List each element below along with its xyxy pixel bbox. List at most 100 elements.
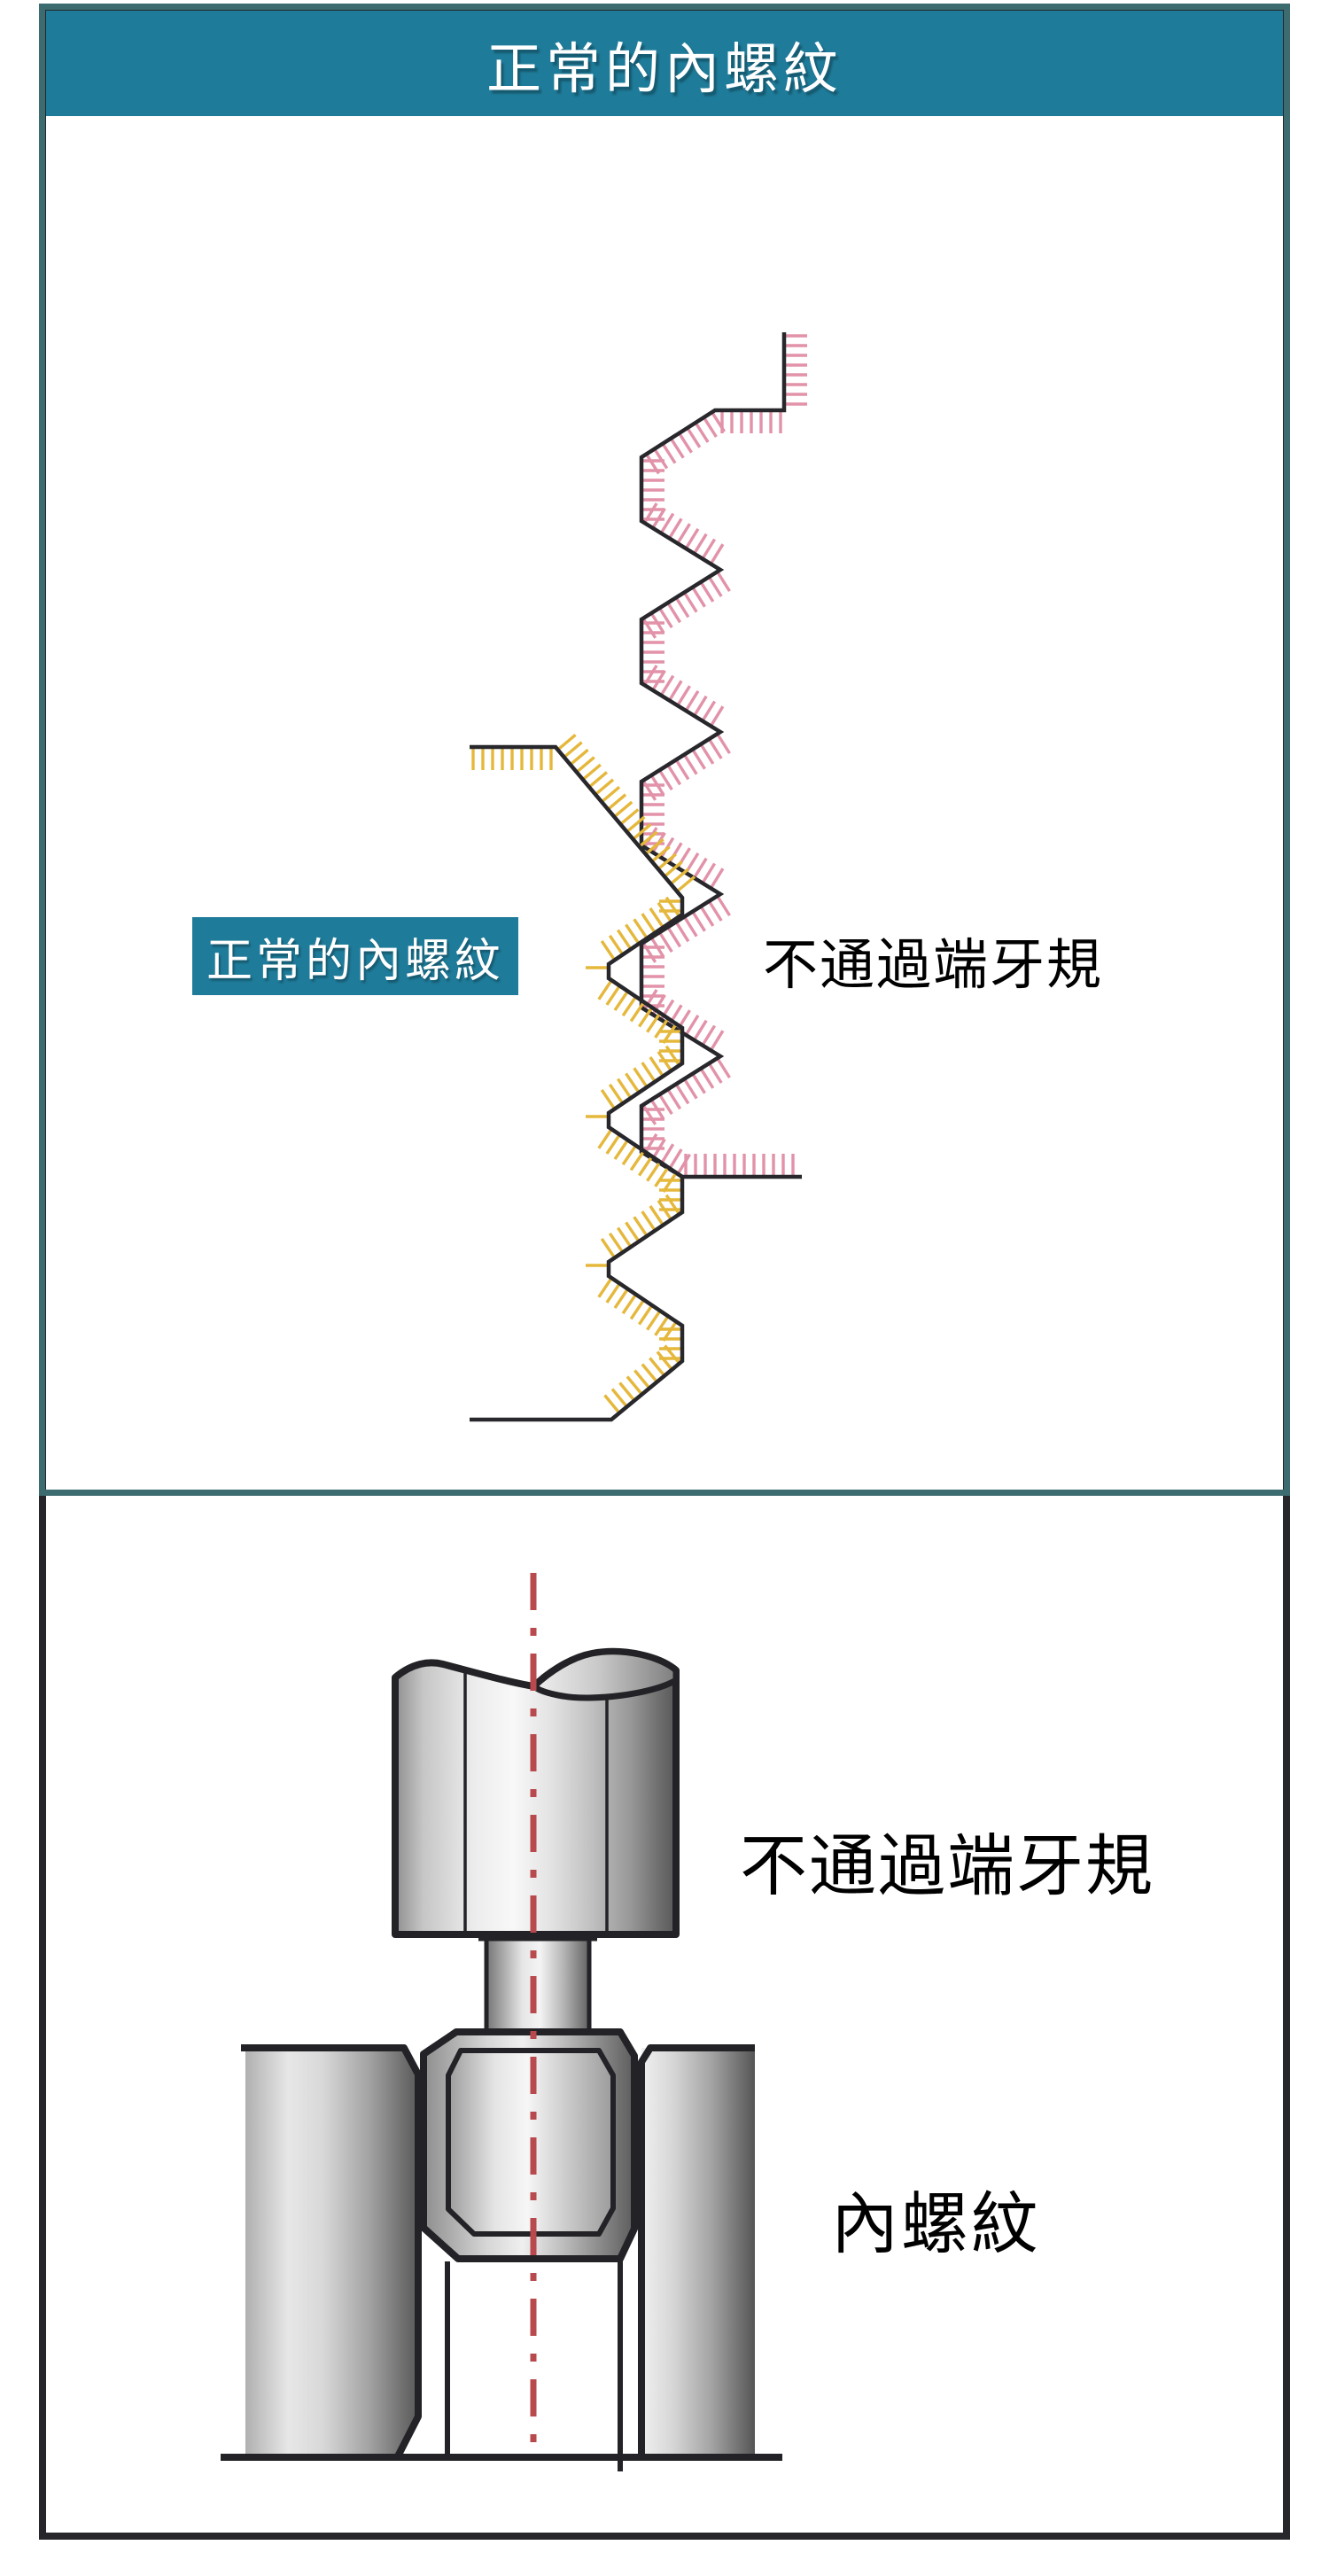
hatch-stroke xyxy=(657,931,673,953)
hatch-stroke xyxy=(693,533,708,555)
hatch-stroke xyxy=(686,426,702,448)
hatch-stroke xyxy=(651,669,666,691)
hatch-stroke xyxy=(649,907,664,929)
hatch-stroke xyxy=(666,1088,682,1110)
hatch-stroke xyxy=(641,779,657,801)
title-bar: 正常的內螺紋 xyxy=(46,11,1283,116)
hatch-stroke xyxy=(605,1282,621,1304)
hatch-stroke xyxy=(575,756,595,774)
hatch-stroke xyxy=(633,1369,651,1389)
hatch-stroke xyxy=(663,860,683,878)
hatch-stroke xyxy=(654,1166,670,1187)
hatch-stroke xyxy=(664,1194,681,1216)
nut-right-wall xyxy=(641,2048,755,2457)
hatch-stroke xyxy=(597,979,613,1000)
hatch-stroke xyxy=(711,411,727,433)
hatch-stroke xyxy=(595,778,615,796)
hatch-stroke xyxy=(691,586,706,608)
no-go-gauge-thread-profile-outline xyxy=(639,332,802,1179)
nut-left-wall-outline xyxy=(241,2044,422,2458)
hatch-stroke xyxy=(674,759,690,781)
nut-left-wall xyxy=(245,2048,418,2457)
hatch-stroke xyxy=(657,1050,673,1072)
hatch-stroke xyxy=(669,437,685,459)
hatch-stroke xyxy=(657,1199,673,1221)
hatch-stroke xyxy=(637,1007,654,1028)
hatch-stroke xyxy=(659,674,675,697)
hatch-stroke xyxy=(649,1056,664,1078)
hatch-stroke xyxy=(684,528,700,549)
hatch-stroke xyxy=(693,695,708,717)
hatch-stroke xyxy=(664,1344,681,1365)
hatch-stroke xyxy=(674,596,690,619)
hatch-stroke xyxy=(682,915,698,938)
hatch-stroke xyxy=(684,690,700,712)
hatch-stroke xyxy=(691,748,706,770)
hatch-stroke xyxy=(654,1017,670,1039)
hatch-stroke xyxy=(684,1015,700,1036)
hatch-stroke xyxy=(616,1226,633,1249)
hatch-stroke xyxy=(691,1072,706,1094)
hatch-stroke xyxy=(608,1083,625,1105)
hatch-stroke xyxy=(621,1293,638,1315)
hatch-stroke xyxy=(707,1062,723,1084)
thread-profile-diagram xyxy=(470,332,807,1422)
hatch-stroke xyxy=(666,602,682,624)
hatch-stroke xyxy=(651,1138,666,1160)
hatch-stroke xyxy=(641,941,657,963)
hatch-stroke xyxy=(641,1363,658,1383)
hatch-stroke xyxy=(608,1232,625,1254)
hatch-stroke xyxy=(694,422,710,443)
hatch-stroke xyxy=(701,862,717,884)
nut-right-wall-outline xyxy=(638,2044,755,2455)
hatch-stroke xyxy=(587,771,608,789)
hatch-stroke xyxy=(629,1000,646,1023)
hatch-stroke xyxy=(650,845,671,863)
hatch-stroke xyxy=(646,1310,662,1331)
hatch-stroke xyxy=(641,913,657,934)
hatch-stroke xyxy=(649,1357,666,1377)
hatch-stroke xyxy=(678,432,693,454)
hatch-stroke xyxy=(707,900,723,922)
hatch-stroke xyxy=(709,543,725,565)
hatch-stroke xyxy=(666,764,682,786)
hatch-stroke xyxy=(656,1350,673,1371)
hatch-stroke xyxy=(676,523,691,545)
no-go-gauge-label-bottom: 不通過端牙規 xyxy=(740,1826,1154,1905)
hatch-stroke xyxy=(629,1298,646,1320)
no-go-gauge-thread-profile xyxy=(639,332,807,1179)
hatch-stroke xyxy=(707,576,723,597)
hatch-stroke xyxy=(605,984,621,1006)
no-go-gauge-label-top: 不通過端牙規 xyxy=(763,932,1104,997)
internal-thread-label: 內螺紋 xyxy=(831,2184,1041,2263)
hatch-stroke xyxy=(716,895,731,917)
hatch-stroke xyxy=(699,580,715,603)
hatch-stroke xyxy=(633,1216,649,1237)
hatch-stroke xyxy=(646,1012,662,1033)
hatch-stroke xyxy=(676,1153,691,1175)
hatch-stroke xyxy=(659,512,675,534)
normal-thread-label-box: 正常的內螺紋 xyxy=(192,917,518,995)
hatch-stroke xyxy=(613,800,633,819)
hatch-stroke xyxy=(682,1078,698,1100)
hatch-stroke xyxy=(657,607,673,629)
hatch-stroke xyxy=(702,416,718,438)
hatch-stroke xyxy=(668,1148,683,1171)
hatch-stroke xyxy=(600,939,617,961)
hatch-stroke xyxy=(626,1375,643,1396)
hatch-stroke xyxy=(654,1315,670,1336)
hatch-stroke xyxy=(716,1057,731,1079)
hatch-stroke xyxy=(653,447,669,470)
hatch-stroke xyxy=(613,1288,630,1310)
hatch-stroke xyxy=(633,918,649,939)
hatch-stroke xyxy=(601,785,621,804)
hatch-stroke xyxy=(625,1221,641,1242)
hatch-stroke xyxy=(613,990,630,1012)
hatch-stroke xyxy=(603,1394,621,1414)
hatch-stroke xyxy=(664,896,681,918)
hatch-stroke xyxy=(641,1210,657,1232)
top-panel-border xyxy=(39,4,1290,1496)
hatch-stroke xyxy=(657,901,673,923)
hatch-stroke xyxy=(642,665,658,686)
